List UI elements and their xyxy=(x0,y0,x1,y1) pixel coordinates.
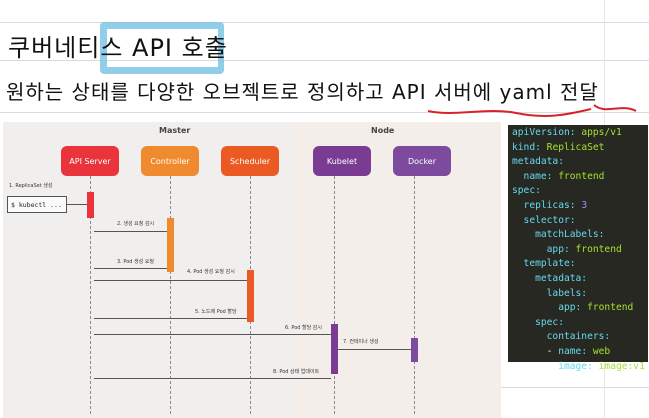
code-line: metadata: xyxy=(512,156,564,168)
step-8-arrow xyxy=(94,378,331,379)
activation-scheduler xyxy=(247,270,254,322)
code-line: template: xyxy=(512,258,576,270)
lifeline-api-server xyxy=(90,176,91,414)
code-line: spec: xyxy=(512,185,541,197)
code-line: labels: xyxy=(512,287,588,299)
master-label: Master xyxy=(159,126,191,135)
code-line: apiVersion: apps/v1 xyxy=(512,127,622,138)
code-line: matchLabels: xyxy=(512,229,605,241)
code-line: image: image:v1 xyxy=(512,360,645,372)
code-line: app: frontend xyxy=(512,243,622,255)
step-6-arrow xyxy=(94,334,331,335)
activation-api-server xyxy=(87,192,94,218)
note-subtitle: 원하는 상태를 다양한 오브젝트로 정의하고 API 서버에 yaml 전달 xyxy=(6,80,599,104)
code-line: replicas: 3 xyxy=(512,199,588,211)
actor-scheduler: Scheduler xyxy=(221,146,279,176)
kubectl-command: $ kubectl ... xyxy=(7,196,67,213)
lifeline-kubelet xyxy=(334,176,335,414)
activation-docker xyxy=(411,338,418,362)
ruled-line xyxy=(501,387,649,388)
code-line: containers: xyxy=(512,331,611,343)
lifeline-controller xyxy=(170,176,171,414)
ruled-line xyxy=(0,22,649,23)
code-line: metadata: xyxy=(512,272,588,284)
node-label: Node xyxy=(371,126,395,135)
code-line: name: frontend xyxy=(512,170,605,182)
step-3-arrow xyxy=(94,268,167,269)
yaml-code-block: apiVersion: apps/v1 kind: ReplicaSet met… xyxy=(508,125,648,372)
code-line: selector: xyxy=(512,214,576,226)
actor-controller: Controller xyxy=(141,146,199,176)
lifeline-docker xyxy=(414,176,415,414)
code-line: app: frontend xyxy=(512,302,634,314)
step-5-arrow xyxy=(94,318,247,319)
step-6-label: 6. Pod 할당 감시 xyxy=(285,325,323,331)
red-underline xyxy=(427,104,637,117)
actor-docker: Docker xyxy=(393,146,451,176)
sequence-diagram-photo: Master Node API Server Controller Schedu… xyxy=(3,122,501,418)
step-5-label: 5. 노드에 Pod 할당 xyxy=(195,309,237,315)
step-1-arrow xyxy=(67,204,87,205)
step-2-label: 2. 생성 요청 감시 xyxy=(117,221,155,227)
step-7-arrow xyxy=(338,349,411,350)
step-4-arrow xyxy=(94,280,247,281)
title-highlight xyxy=(100,22,224,74)
step-2-arrow xyxy=(94,231,167,232)
actor-kubelet: Kubelet xyxy=(313,146,371,176)
code-line: - name: web xyxy=(512,345,611,357)
step-1-label: 1. ReplicaSet 생성 xyxy=(9,183,53,189)
step-8-label: 8. Pod 상태 업데이트 xyxy=(273,369,320,375)
activation-controller xyxy=(167,218,174,272)
ruled-line xyxy=(0,60,649,61)
step-4-label: 4. Pod 생성 요청 감시 xyxy=(187,269,235,275)
code-line: kind: ReplicaSet xyxy=(512,141,605,153)
activation-kubelet xyxy=(331,324,338,374)
code-line: spec: xyxy=(512,316,564,328)
step-3-label: 3. Pod 생성 요청 xyxy=(117,259,155,265)
title-text: 쿠버네티스 API 호출 xyxy=(8,34,228,62)
ruled-line xyxy=(0,112,649,113)
step-7-label: 7. 컨테이너 생성 xyxy=(343,339,379,345)
actor-api-server: API Server xyxy=(61,146,119,176)
